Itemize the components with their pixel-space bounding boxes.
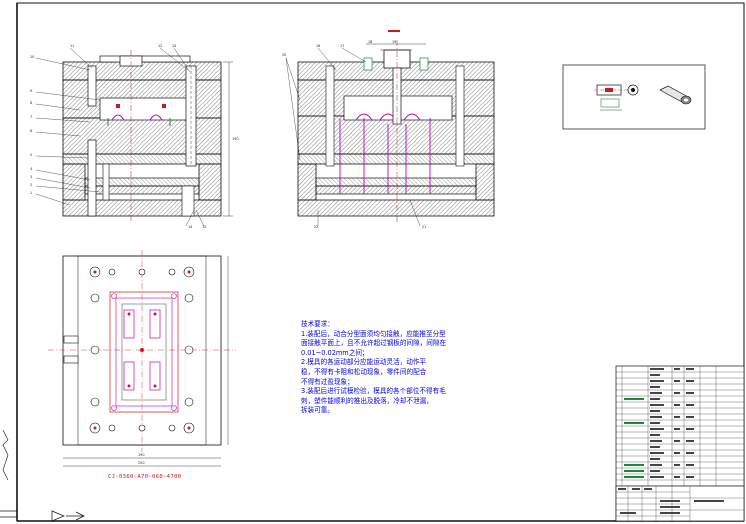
main-section-view: 10 9 8 7 6 5 4 3 2 1 11 12 13 14 15 190	[30, 44, 238, 229]
svg-text:13: 13	[172, 44, 176, 48]
plan-view: 190 250	[48, 250, 236, 467]
tech-line-5: 稳，不得有卡阻和松动现象，零件间的配合	[301, 367, 427, 376]
svg-text:9: 9	[30, 89, 32, 93]
tech-line-3: 0.01~0.02mm之间；	[301, 348, 369, 357]
part-detail-view	[562, 64, 706, 130]
svg-text:20: 20	[282, 53, 286, 57]
svg-text:5: 5	[30, 153, 32, 157]
svg-text:4: 4	[30, 167, 32, 171]
svg-text:7: 7	[30, 115, 32, 119]
side-section-view: 20 16 17 18 19 21 22	[282, 30, 495, 229]
tech-line-8: 刺，塑件能顺利的推出及脱落，冷却不泄漏，	[301, 396, 433, 405]
part-number: CJ-0360-A70-060-4700	[108, 474, 182, 480]
technical-requirements: 技术要求： 1.装配后，动合分型面须均匀接触，应能推至分型 面接触平面上，且不允…	[301, 320, 471, 416]
svg-text:1: 1	[30, 191, 32, 195]
svg-text:6: 6	[30, 129, 32, 133]
tech-line-4: 2.模具的各运动部分应能运动灵活，动作平	[301, 358, 426, 367]
svg-text:16: 16	[316, 44, 320, 48]
svg-text:190: 190	[138, 453, 144, 457]
svg-text:14: 14	[188, 225, 192, 229]
svg-text:250: 250	[138, 461, 144, 465]
svg-text:17: 17	[340, 44, 344, 48]
svg-text:15: 15	[202, 225, 206, 229]
tech-line-1: 1.装配后，动合分型面须均匀接触，应能推至分型	[301, 329, 446, 338]
svg-text:21: 21	[422, 225, 426, 229]
svg-text:3: 3	[30, 175, 32, 179]
title-block	[615, 365, 745, 522]
tech-line-9: 拆装可靠。	[301, 406, 334, 415]
tech-line-7: 3.装配后进行试模检验，模具的各个部位不得有毛	[301, 387, 446, 396]
svg-text:12: 12	[158, 44, 162, 48]
tech-line-2: 面接触平面上，且不允许超过钢板的间隙，间隙在	[301, 339, 447, 348]
tech-line-6: 不得有过盈现象；	[301, 377, 354, 386]
svg-text:10: 10	[30, 55, 34, 59]
svg-text:11: 11	[70, 44, 74, 48]
svg-text:8: 8	[30, 101, 32, 105]
svg-text:2: 2	[30, 183, 32, 187]
svg-text:22: 22	[314, 225, 318, 229]
svg-text:18: 18	[368, 40, 372, 44]
svg-text:19: 19	[392, 40, 396, 44]
svg-text:190: 190	[232, 137, 238, 141]
tech-title: 技术要求：	[301, 320, 334, 328]
